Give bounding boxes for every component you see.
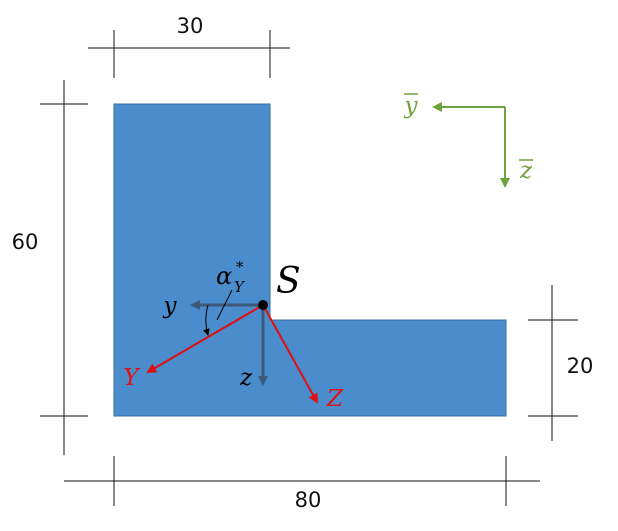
angle-superscript: * <box>236 258 244 276</box>
local-z-label: z <box>239 365 253 391</box>
angle-indicator: α * Y <box>202 258 246 336</box>
global-z-label: z <box>519 158 533 184</box>
centroid-label: S <box>276 261 301 302</box>
dimension-top-label: 30 <box>177 14 204 38</box>
dimension-left-label: 60 <box>12 230 39 254</box>
global-y-label: y <box>404 93 419 119</box>
global-axes: y z <box>404 93 533 188</box>
angle-label: α <box>216 262 232 290</box>
dimension-right: 20 <box>528 285 593 441</box>
centroid-dot <box>258 300 268 310</box>
dimension-bottom-label: 80 <box>295 488 322 512</box>
local-axes: y z <box>163 293 268 391</box>
angle-subscript: Y <box>234 278 246 296</box>
principal-axes: Y Z <box>123 304 344 412</box>
dimension-right-label: 20 <box>567 354 594 378</box>
l-section-shape <box>113 103 507 417</box>
principal-Y-label: Y <box>123 365 141 391</box>
dimension-left: 60 <box>12 80 88 455</box>
dimension-top: 30 <box>88 14 290 78</box>
local-y-label: y <box>163 293 178 319</box>
dimension-bottom: 80 <box>64 456 540 512</box>
principal-Z-label: Z <box>326 386 344 412</box>
